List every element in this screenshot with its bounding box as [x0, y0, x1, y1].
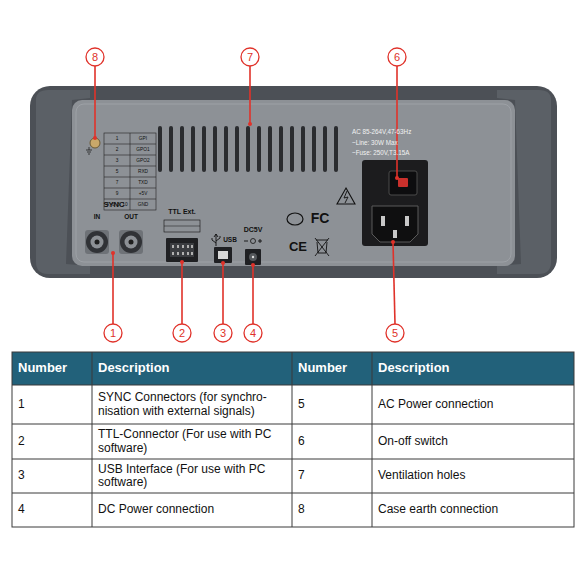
port-label: IN	[85, 213, 109, 222]
dc-jack	[245, 249, 261, 265]
table-cell: 8	[298, 493, 368, 527]
callout-number: 1	[104, 324, 122, 342]
usb-port	[214, 247, 232, 263]
earth-symbol	[86, 147, 92, 154]
pin-name: TXD	[130, 177, 156, 188]
table-header: Description	[98, 352, 288, 385]
table-header: Number	[18, 352, 88, 385]
table-grid	[12, 352, 574, 527]
pin-number: 7	[104, 177, 130, 188]
bnc-mount	[119, 230, 143, 254]
callout-number: 3	[214, 324, 232, 342]
dc-jack	[252, 256, 254, 258]
callout-number: 5	[386, 324, 404, 342]
device-body	[30, 86, 557, 278]
table-cell: 3	[18, 459, 88, 493]
port-label: DC5V	[240, 225, 266, 235]
bnc-connector	[120, 231, 142, 253]
iec-pin	[405, 216, 409, 226]
pin-number: 5	[104, 166, 130, 177]
ttl-connector	[166, 238, 198, 262]
cert-mark: FC	[307, 211, 333, 227]
warning-triangle	[337, 188, 355, 204]
table-cell: DC Power connection	[98, 493, 288, 527]
pse-mark	[287, 213, 303, 225]
ventilation-slots	[158, 126, 338, 172]
polarity-symbol	[251, 239, 256, 244]
pin-number: 1	[104, 133, 130, 144]
table-cell: AC Power connection	[378, 385, 570, 424]
port-label: TTL Ext.	[160, 207, 204, 217]
ttl-pins	[172, 245, 193, 255]
pin-number: 2	[104, 144, 130, 155]
leader-lines	[95, 66, 397, 324]
table-cell: USB Interface (For use with PC software)	[98, 459, 288, 493]
port-label: OUT	[119, 213, 143, 222]
callout-circles	[86, 48, 406, 342]
power-switch	[389, 171, 417, 195]
usb-symbol	[212, 234, 220, 246]
bnc-connector	[95, 240, 100, 245]
pin-name: RXD	[130, 166, 156, 177]
rating-text: ~Line: 30W Max	[352, 138, 482, 148]
table-cell: Case earth connection	[378, 493, 570, 527]
pin-number: 9	[104, 188, 130, 199]
callout-number: 6	[388, 48, 406, 66]
iec-socket	[372, 206, 418, 242]
cert-mark: CE	[285, 239, 311, 255]
pin-strip	[164, 226, 200, 227]
iec-pin	[381, 216, 385, 226]
usb-port	[218, 251, 228, 259]
power-switch	[398, 178, 408, 187]
rating-text: AC 85-264V,47-63Hz	[352, 127, 482, 137]
table-cell: Ventilation holes	[378, 459, 570, 493]
pin-name: GPI	[130, 133, 156, 144]
bnc-connector	[129, 240, 134, 245]
table-header-band	[12, 352, 574, 385]
table-header: Description	[378, 352, 570, 385]
port-label: USB	[219, 236, 241, 245]
bnc-mount	[85, 230, 109, 254]
pin-number: 3	[104, 155, 130, 166]
pin-name: GPO1	[130, 144, 156, 155]
power-module	[362, 160, 428, 246]
iec-pin	[393, 230, 397, 238]
callout-number: 2	[173, 324, 191, 342]
port-label: SYNC	[94, 200, 134, 210]
rear-panel	[72, 100, 515, 266]
panel-edge	[76, 104, 511, 262]
callout-number: 8	[86, 48, 104, 66]
pin-name: GND	[130, 199, 156, 210]
table-cell: 4	[18, 493, 88, 527]
lightning-symbol	[344, 191, 348, 203]
polarity-symbol	[244, 239, 262, 243]
table-cell: 6	[298, 424, 368, 459]
table-cell: SYNC Connectors (for synchro- nisation w…	[98, 385, 288, 424]
bnc-connector	[125, 236, 138, 249]
bnc-connector	[86, 231, 108, 253]
table-cell: 5	[298, 385, 368, 424]
callout-number: 4	[244, 324, 262, 342]
callout-number: 7	[241, 48, 259, 66]
bnc-connector	[91, 236, 104, 249]
ttl-connector	[170, 243, 194, 257]
pin-strip	[164, 220, 200, 232]
table-cell: 1	[18, 385, 88, 424]
pin-name: GPO2	[130, 155, 156, 166]
table-cell: 7	[298, 459, 368, 493]
table-cell: 2	[18, 424, 88, 459]
rating-text: ~Fuse: 250V,T3.15A	[352, 148, 482, 158]
pin-table-grid	[104, 133, 156, 210]
weee-bin-symbol	[315, 238, 329, 256]
dc-jack	[249, 253, 257, 261]
table-cell: On-off switch	[378, 424, 570, 459]
pin-name: +5V	[130, 188, 156, 199]
table-header: Number	[298, 352, 368, 385]
table-cell: TTL-Connector (For use with PC software)	[98, 424, 288, 459]
